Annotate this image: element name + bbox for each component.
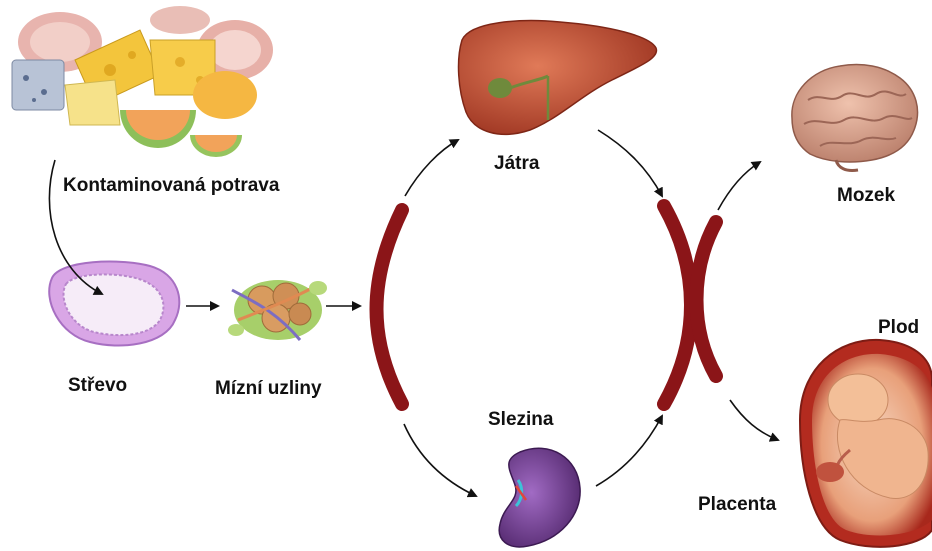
label-intestine: Střevo <box>68 376 127 395</box>
label-liver: Játra <box>494 154 539 173</box>
uterus-fetus-illustration <box>800 340 932 547</box>
arrow-blood-to-brain <box>718 162 760 210</box>
intestine-illustration <box>49 262 179 346</box>
label-placenta: Placenta <box>698 495 776 514</box>
label-fetus: Plod <box>878 318 919 337</box>
lymph-nodes-illustration <box>228 280 327 340</box>
blood-barrier-right-b <box>697 222 717 376</box>
label-lymph-nodes: Mízní uzliny <box>215 379 322 398</box>
arrow-blood-to-placenta <box>730 400 778 440</box>
arrow-liver-to-blood <box>598 130 662 196</box>
arrow-spleen-to-blood <box>596 416 662 486</box>
blood-barrier-right-a <box>664 206 691 404</box>
liver-illustration <box>459 21 657 135</box>
arrow-blood-to-liver <box>405 140 458 196</box>
label-brain: Mozek <box>837 186 895 205</box>
arrow-blood-to-spleen <box>404 424 476 496</box>
label-contaminated-food: Kontaminovaná potrava <box>63 176 279 195</box>
contaminated-food-illustration <box>12 6 273 157</box>
label-spleen: Slezina <box>488 410 553 429</box>
brain-illustration <box>792 65 918 171</box>
spleen-illustration <box>499 448 580 547</box>
blood-barrier-left <box>377 210 403 404</box>
